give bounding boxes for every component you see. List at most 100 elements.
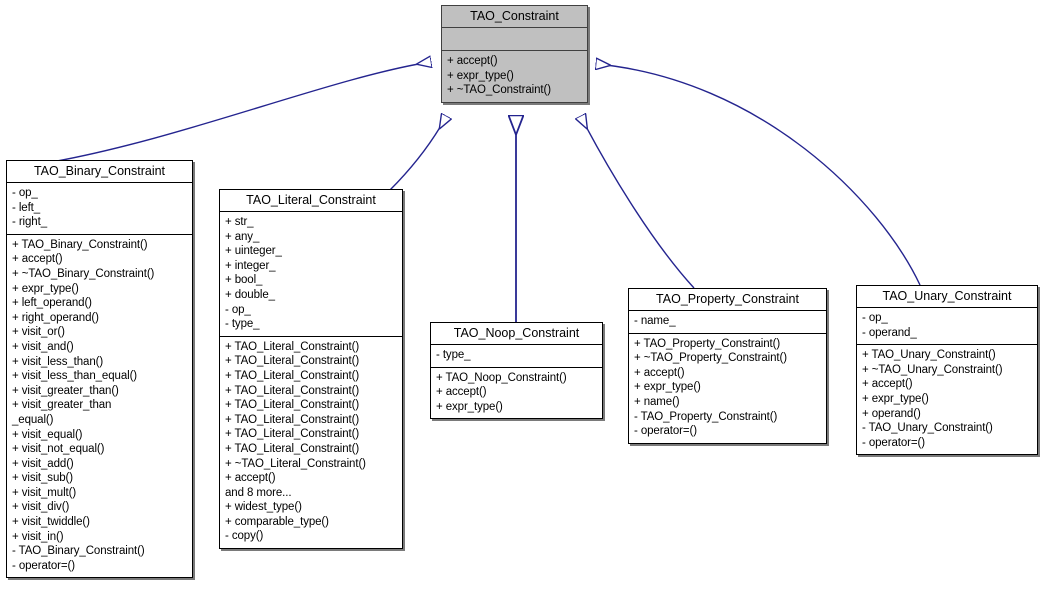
- method-row: + operand(): [862, 407, 921, 420]
- method-row: + visit_in(): [12, 530, 64, 543]
- method-row: + TAO_Noop_Constraint(): [436, 371, 567, 384]
- class-separator: [431, 344, 602, 345]
- class-box-tao-binary-constraint[interactable]: TAO_Binary_Constraint - op_ - left_ - ri…: [6, 160, 193, 579]
- method-row: - copy(): [225, 530, 264, 543]
- class-title-tao-property-constraint: TAO_Property_Constraint: [656, 292, 799, 306]
- attribute-row: + bool_: [225, 274, 263, 287]
- attribute-row: + any_: [225, 230, 260, 243]
- class-attributes-tao-constraint: [442, 28, 587, 50]
- class-separator: [629, 332, 826, 334]
- method-row: + visit_greater_than: [12, 399, 112, 412]
- class-box-tao-unary-constraint[interactable]: TAO_Unary_Constraint - op_ - operand_ + …: [856, 285, 1038, 456]
- attribute-row: - operand_: [862, 326, 917, 339]
- attribute-row: - right_: [12, 216, 47, 229]
- class-box-tao-constraint[interactable]: TAO_Constraint + accept() + expr_type() …: [441, 5, 588, 103]
- attribute-row: - left_: [12, 201, 41, 214]
- method-row: + expr_type(): [862, 392, 929, 405]
- method-row: + visit_add(): [12, 457, 74, 470]
- attribute-row: + str_: [225, 216, 254, 228]
- attribute-row: - op_: [225, 303, 251, 316]
- class-title-tao-noop-constraint: TAO_Noop_Constraint: [453, 326, 580, 340]
- class-box-tao-property-constraint[interactable]: TAO_Property_Constraint - name_ + TAO_Pr…: [628, 288, 827, 444]
- method-row: + comparable_type(): [225, 515, 329, 528]
- method-row: - operator=(): [862, 436, 925, 449]
- class-box-tao-literal-constraint[interactable]: TAO_Literal_Constraint + str_ + any_ + u…: [219, 189, 403, 550]
- method-row: + accept(): [436, 386, 487, 399]
- class-separator: [442, 27, 587, 28]
- class-separator: [7, 233, 192, 235]
- method-row: + ~TAO_Binary_Constraint(): [12, 267, 155, 280]
- class-methods-tao-unary-constraint: + TAO_Unary_Constraint() + ~TAO_Unary_Co…: [857, 345, 1037, 454]
- method-row: + TAO_Literal_Constraint(): [225, 399, 360, 412]
- edge-literal-to-constraint: [389, 117, 446, 191]
- method-row: - operator=(): [12, 559, 75, 572]
- method-row: + TAO_Literal_Constraint(): [225, 355, 360, 368]
- attribute-row: - op_: [12, 187, 38, 199]
- method-row: + ~TAO_Property_Constraint(): [634, 352, 787, 365]
- method-row: + TAO_Property_Constraint(): [634, 337, 781, 350]
- method-row: + name(): [634, 395, 680, 408]
- method-row: + visit_less_than(): [12, 355, 104, 368]
- method-row: + TAO_Literal_Constraint(): [225, 428, 360, 441]
- edge-property-to-constraint: [581, 117, 695, 289]
- class-attributes-tao-noop-constraint: - type_: [431, 345, 602, 367]
- method-row: - operator=(): [634, 425, 697, 438]
- method-row: + expr_type(): [447, 69, 514, 82]
- method-row: + accept(): [225, 472, 276, 485]
- attribute-row: + integer_: [225, 259, 276, 272]
- class-attributes-tao-binary-constraint: - op_ - left_ - right_: [7, 183, 192, 234]
- method-row: + visit_equal(): [12, 428, 83, 441]
- method-row: + visit_and(): [12, 340, 74, 353]
- method-row: - TAO_Property_Constraint(): [634, 410, 778, 423]
- method-row: + TAO_Literal_Constraint(): [225, 413, 360, 426]
- class-attributes-tao-literal-constraint: + str_ + any_ + uinteger_ + integer_ + b…: [220, 212, 402, 336]
- attribute-row: - name_: [634, 315, 676, 327]
- method-row: + left_operand(): [12, 297, 92, 310]
- method-row: + expr_type(): [436, 400, 503, 413]
- attribute-row: - type_: [225, 318, 260, 331]
- class-title-tao-constraint: TAO_Constraint: [470, 9, 559, 23]
- method-row: - TAO_Unary_Constraint(): [862, 422, 993, 435]
- method-row: + visit_or(): [12, 326, 65, 339]
- method-row: + visit_twiddle(): [12, 516, 90, 529]
- method-row: + accept(): [447, 55, 498, 67]
- method-row: + TAO_Literal_Constraint(): [225, 369, 360, 382]
- attribute-row: - op_: [862, 312, 888, 324]
- class-title-tao-binary-constraint: TAO_Binary_Constraint: [33, 164, 166, 178]
- method-row: + expr_type(): [12, 282, 79, 295]
- method-row: _equal(): [12, 413, 54, 426]
- method-row: + ~TAO_Unary_Constraint(): [862, 363, 1003, 376]
- method-row: + visit_greater_than(): [12, 384, 119, 397]
- class-methods-tao-constraint: + accept() + expr_type() + ~TAO_Constrai…: [442, 51, 587, 102]
- class-title-tao-unary-constraint: TAO_Unary_Constraint: [882, 289, 1012, 303]
- attribute-row: + double_: [225, 288, 275, 301]
- method-row: and 8 more...: [225, 486, 292, 499]
- method-row: + visit_not_equal(): [12, 443, 105, 456]
- class-separator: [442, 50, 587, 51]
- method-row: + TAO_Literal_Constraint(): [225, 340, 360, 353]
- class-methods-tao-noop-constraint: + TAO_Noop_Constraint() + accept() + exp…: [431, 368, 602, 419]
- class-separator: [857, 344, 1037, 346]
- class-box-tao-noop-constraint[interactable]: TAO_Noop_Constraint - type_ + TAO_Noop_C…: [430, 322, 603, 420]
- class-attributes-tao-property-constraint: - name_: [629, 311, 826, 333]
- edge-binary-to-constraint: [45, 62, 430, 164]
- class-methods-tao-binary-constraint: + TAO_Binary_Constraint() + accept() + ~…: [7, 235, 192, 578]
- class-separator: [220, 211, 402, 212]
- method-row: + widest_type(): [225, 501, 302, 514]
- method-row: + TAO_Binary_Constraint(): [12, 238, 148, 251]
- method-row: + expr_type(): [634, 381, 701, 394]
- class-separator: [7, 182, 192, 183]
- class-separator: [220, 335, 402, 337]
- attribute-row: - type_: [436, 349, 471, 361]
- method-row: + right_operand(): [12, 311, 99, 324]
- method-row: + accept(): [12, 253, 63, 266]
- method-row: + accept(): [634, 366, 685, 379]
- method-row: + visit_less_than_equal(): [12, 370, 138, 383]
- class-separator: [857, 307, 1037, 308]
- class-title-tao-literal-constraint: TAO_Literal_Constraint: [246, 193, 376, 207]
- method-row: + TAO_Unary_Constraint(): [862, 349, 996, 362]
- method-row: + visit_mult(): [12, 486, 77, 499]
- class-separator: [629, 310, 826, 311]
- method-row: + ~TAO_Constraint(): [447, 84, 551, 97]
